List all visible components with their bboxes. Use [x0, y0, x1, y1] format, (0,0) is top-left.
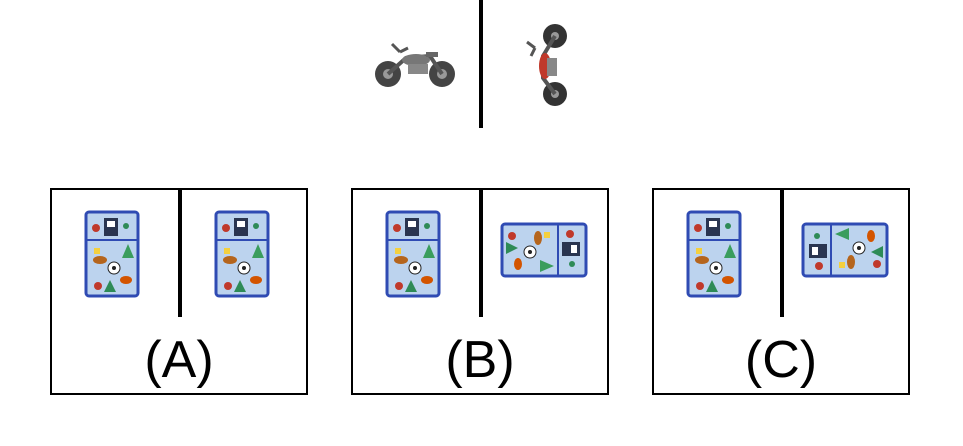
option-label: (C) — [744, 331, 818, 389]
lunch-bag-rotated-icon — [500, 222, 588, 278]
lunch-bag-icon — [214, 210, 270, 298]
option-b[interactable]: (B) — [351, 188, 609, 395]
lunch-bag-icon — [686, 210, 742, 298]
motorcycle-rotated-icon — [523, 22, 573, 108]
lunch-bag-icon — [84, 210, 140, 298]
option-divider — [178, 190, 182, 317]
option-c[interactable]: (C) — [652, 188, 910, 395]
option-divider — [479, 190, 483, 317]
option-label: (B) — [445, 331, 515, 389]
lunch-bag-icon — [385, 210, 441, 298]
option-a[interactable]: (A) — [50, 188, 308, 395]
lunch-bag-rotated-icon — [801, 222, 889, 278]
option-divider — [780, 190, 784, 317]
example-divider — [479, 0, 483, 128]
motorcycle-side-icon — [372, 38, 458, 90]
example-pair — [360, 0, 600, 130]
option-label: (A) — [144, 331, 214, 389]
